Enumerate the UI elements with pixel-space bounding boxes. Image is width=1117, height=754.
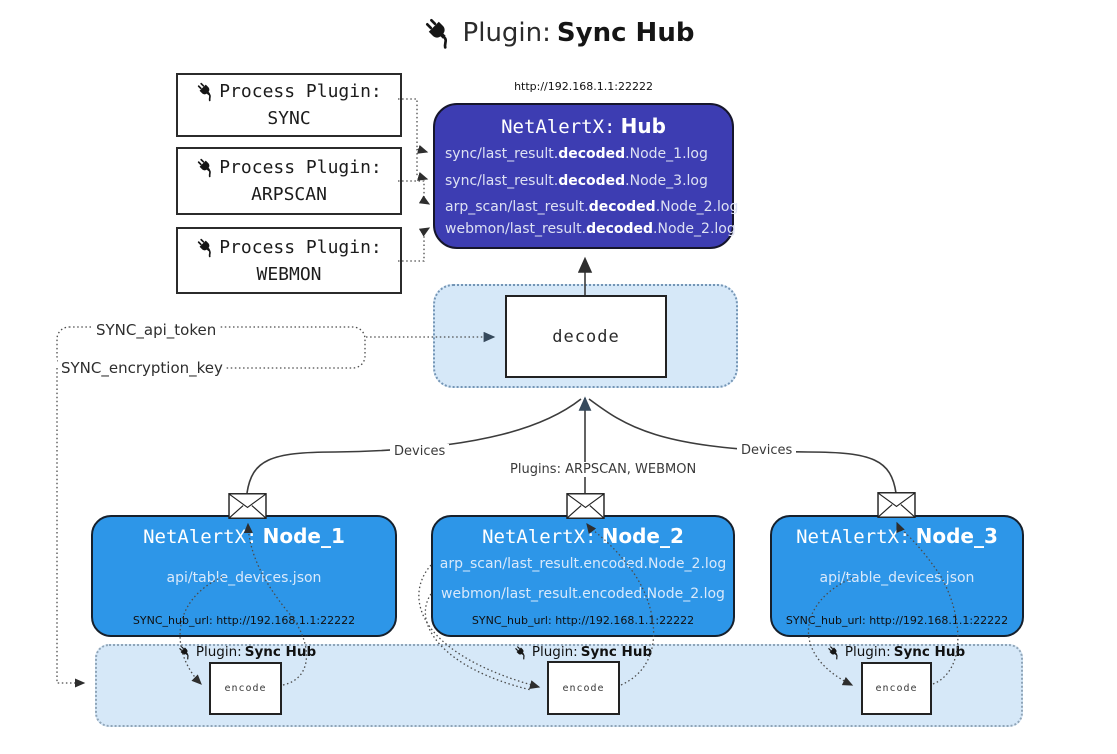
plug-icon bbox=[178, 645, 193, 660]
node-box-node1: NetAlertX: Node_1 api/table_devices.json… bbox=[91, 515, 397, 637]
edge-label-plugins: Plugins: ARPSCAN, WEBMON bbox=[506, 462, 701, 477]
edge-sync-plugin-line2 bbox=[416, 149, 429, 181]
hub-log-line: sync/last_result.decoded.Node_1.log bbox=[445, 146, 708, 162]
node-box-node3: NetAlertX: Node_3 api/table_devices.json… bbox=[770, 515, 1024, 637]
plug-icon bbox=[196, 157, 217, 178]
encoder-label: Plugin:Sync Hub bbox=[811, 644, 981, 660]
encode-box: encode bbox=[547, 661, 620, 715]
plug-icon bbox=[423, 16, 457, 50]
hub-box: NetAlertX: Hub sync/last_result.decoded.… bbox=[433, 103, 738, 249]
sync-encryption-key-label: SYNC_encryption_key bbox=[58, 359, 226, 377]
edge-encryption-key-to-encode-panel bbox=[56, 368, 86, 688]
hub-log-line: arp_scan/last_result.decoded.Node_2.log bbox=[445, 199, 739, 215]
node-hub-url: SYNC_hub_url: http://192.168.1.1:22222 bbox=[132, 614, 356, 627]
hub-log-line: sync/last_result.decoded.Node_3.log bbox=[445, 173, 708, 189]
process-plugin-label: Process Plugin: bbox=[219, 81, 382, 102]
hub-title: NetAlertX: Hub bbox=[435, 114, 732, 138]
plug-icon bbox=[196, 237, 217, 258]
node-box-node2: NetAlertX: Node_2 arp_scan/last_result.e… bbox=[431, 515, 735, 637]
plug-icon bbox=[196, 81, 217, 102]
hub-title-label: NetAlertX: bbox=[501, 116, 616, 138]
page-title-name: Sync Hub bbox=[556, 18, 695, 48]
edge-label-devices-left: Devices bbox=[390, 444, 450, 459]
hub-title-name: Hub bbox=[620, 114, 666, 138]
plug-icon bbox=[514, 645, 529, 660]
edge-webmon-plugin-line4 bbox=[398, 227, 431, 262]
process-plugin-name: ARPSCAN bbox=[251, 184, 327, 205]
node-file-line: api/table_devices.json bbox=[166, 570, 322, 586]
process-plugin-box-arpscan: Process Plugin: ARPSCAN bbox=[176, 147, 402, 215]
node-title: NetAlertX: Node_3 bbox=[796, 524, 998, 548]
node-file-line: api/table_devices.json bbox=[819, 570, 975, 586]
encoder-label: Plugin:Sync Hub bbox=[162, 644, 332, 660]
node-title: NetAlertX: Node_2 bbox=[482, 524, 684, 548]
hub-log-line: webmon/last_result.decoded.Node_2.log bbox=[445, 221, 736, 237]
process-plugin-name: SYNC bbox=[267, 108, 311, 129]
node-file-line: webmon/last_result.encoded.Node_2.log bbox=[441, 586, 725, 602]
hub-url: http://192.168.1.1:22222 bbox=[514, 80, 653, 93]
envelope-icon-node3 bbox=[877, 492, 916, 518]
process-plugin-label: Process Plugin: bbox=[219, 236, 382, 258]
node-hub-url: SYNC_hub_url: http://192.168.1.1:22222 bbox=[785, 614, 1009, 627]
process-plugin-label: Process Plugin: bbox=[219, 157, 382, 178]
encoder-label: Plugin:Sync Hub bbox=[498, 644, 668, 660]
edge-sync-plugin-line1 bbox=[398, 98, 429, 154]
decode-box: decode bbox=[505, 295, 667, 378]
encode-box: encode bbox=[861, 662, 932, 715]
node-title: NetAlertX: Node_1 bbox=[143, 524, 345, 548]
node-hub-url: SYNC_hub_url: http://192.168.1.1:22222 bbox=[471, 614, 695, 627]
process-plugin-box-webmon: Process Plugin: WEBMON bbox=[176, 227, 402, 294]
edge-arpscan-plugin-line3 bbox=[398, 180, 431, 205]
plug-icon bbox=[827, 645, 842, 660]
encode-box: encode bbox=[209, 662, 282, 715]
process-plugin-box-sync: Process Plugin: SYNC bbox=[176, 73, 402, 137]
page-title-label: Plugin: bbox=[462, 18, 551, 48]
node-file-line: arp_scan/last_result.encoded.Node_2.log bbox=[439, 556, 727, 572]
sync-api-token-label: SYNC_api_token bbox=[93, 321, 220, 339]
process-plugin-name: WEBMON bbox=[256, 263, 322, 285]
page-title: Plugin: Sync Hub bbox=[0, 16, 1117, 50]
edge-label-devices-right: Devices bbox=[737, 443, 797, 458]
